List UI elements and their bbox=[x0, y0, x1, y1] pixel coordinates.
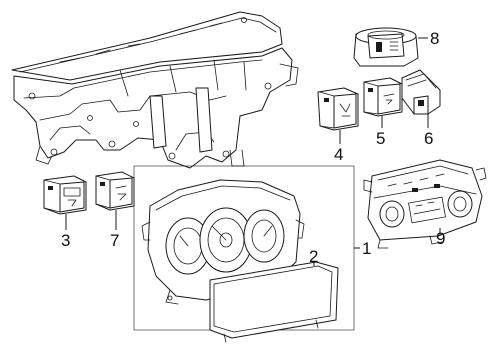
callout-8: 8 bbox=[430, 29, 439, 48]
switch-3 bbox=[43, 175, 87, 215]
callout-6: 6 bbox=[424, 129, 433, 148]
switch-5 bbox=[363, 77, 403, 117]
callout-3: 3 bbox=[61, 231, 70, 250]
switch-4 bbox=[317, 87, 359, 131]
callout-1: 1 bbox=[362, 239, 371, 258]
callout-5: 5 bbox=[376, 129, 385, 148]
instrument-panel-frame bbox=[11, 11, 299, 169]
switch-6 bbox=[401, 69, 441, 115]
combination-meter bbox=[141, 179, 305, 305]
callout-9: 9 bbox=[436, 229, 445, 248]
callout-2: 2 bbox=[309, 247, 318, 266]
leader-lines bbox=[65, 37, 441, 266]
callout-4: 4 bbox=[334, 145, 343, 164]
meter-glass bbox=[209, 261, 339, 343]
climate-control-panel bbox=[363, 159, 487, 249]
callout-7: 7 bbox=[110, 231, 119, 250]
switch-7 bbox=[95, 171, 135, 211]
push-start-switch bbox=[353, 27, 419, 67]
